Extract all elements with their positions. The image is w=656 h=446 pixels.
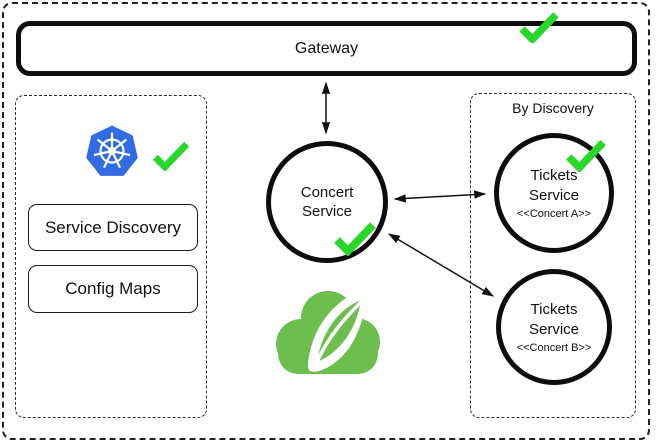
by-discovery-title: By Discovery	[512, 100, 594, 116]
tickets-service-a-label: Tickets Service	[528, 167, 580, 204]
concert-service-node[interactable]: Concert Service	[266, 141, 388, 263]
tickets-service-b-stereotype: <<Concert B>>	[516, 342, 592, 354]
config-maps-label: Config Maps	[65, 279, 161, 298]
by-discovery-panel[interactable]: By Discovery Tickets Service <<Concert A…	[470, 93, 636, 418]
config-maps-node[interactable]: Config Maps	[28, 265, 198, 313]
green-checkmark-icon	[566, 139, 606, 172]
green-checkmark-icon	[519, 12, 559, 43]
service-discovery-node[interactable]: Service Discovery	[28, 204, 198, 251]
tickets-service-a-stereotype: <<Concert A>>	[517, 208, 591, 220]
green-checkmark-icon	[334, 222, 376, 256]
outer-dashed-frame	[2, 2, 650, 440]
tickets-service-b-node[interactable]: Tickets Service <<Concert B>>	[496, 269, 612, 385]
green-checkmark-icon	[152, 141, 190, 171]
kubernetes-panel[interactable]: Service Discovery Config Maps	[15, 95, 207, 418]
service-discovery-label: Service Discovery	[44, 217, 182, 237]
spring-cloud-leaf-icon	[276, 288, 380, 374]
gateway-node[interactable]: Gateway	[16, 21, 637, 76]
concert-service-label: Concert Service	[300, 183, 354, 221]
kubernetes-helm-icon	[86, 125, 138, 176]
tickets-service-a-node[interactable]: Tickets Service <<Concert A>>	[494, 133, 614, 253]
tickets-service-b-label: Tickets Service	[528, 301, 580, 338]
gateway-label: Gateway	[294, 39, 359, 57]
